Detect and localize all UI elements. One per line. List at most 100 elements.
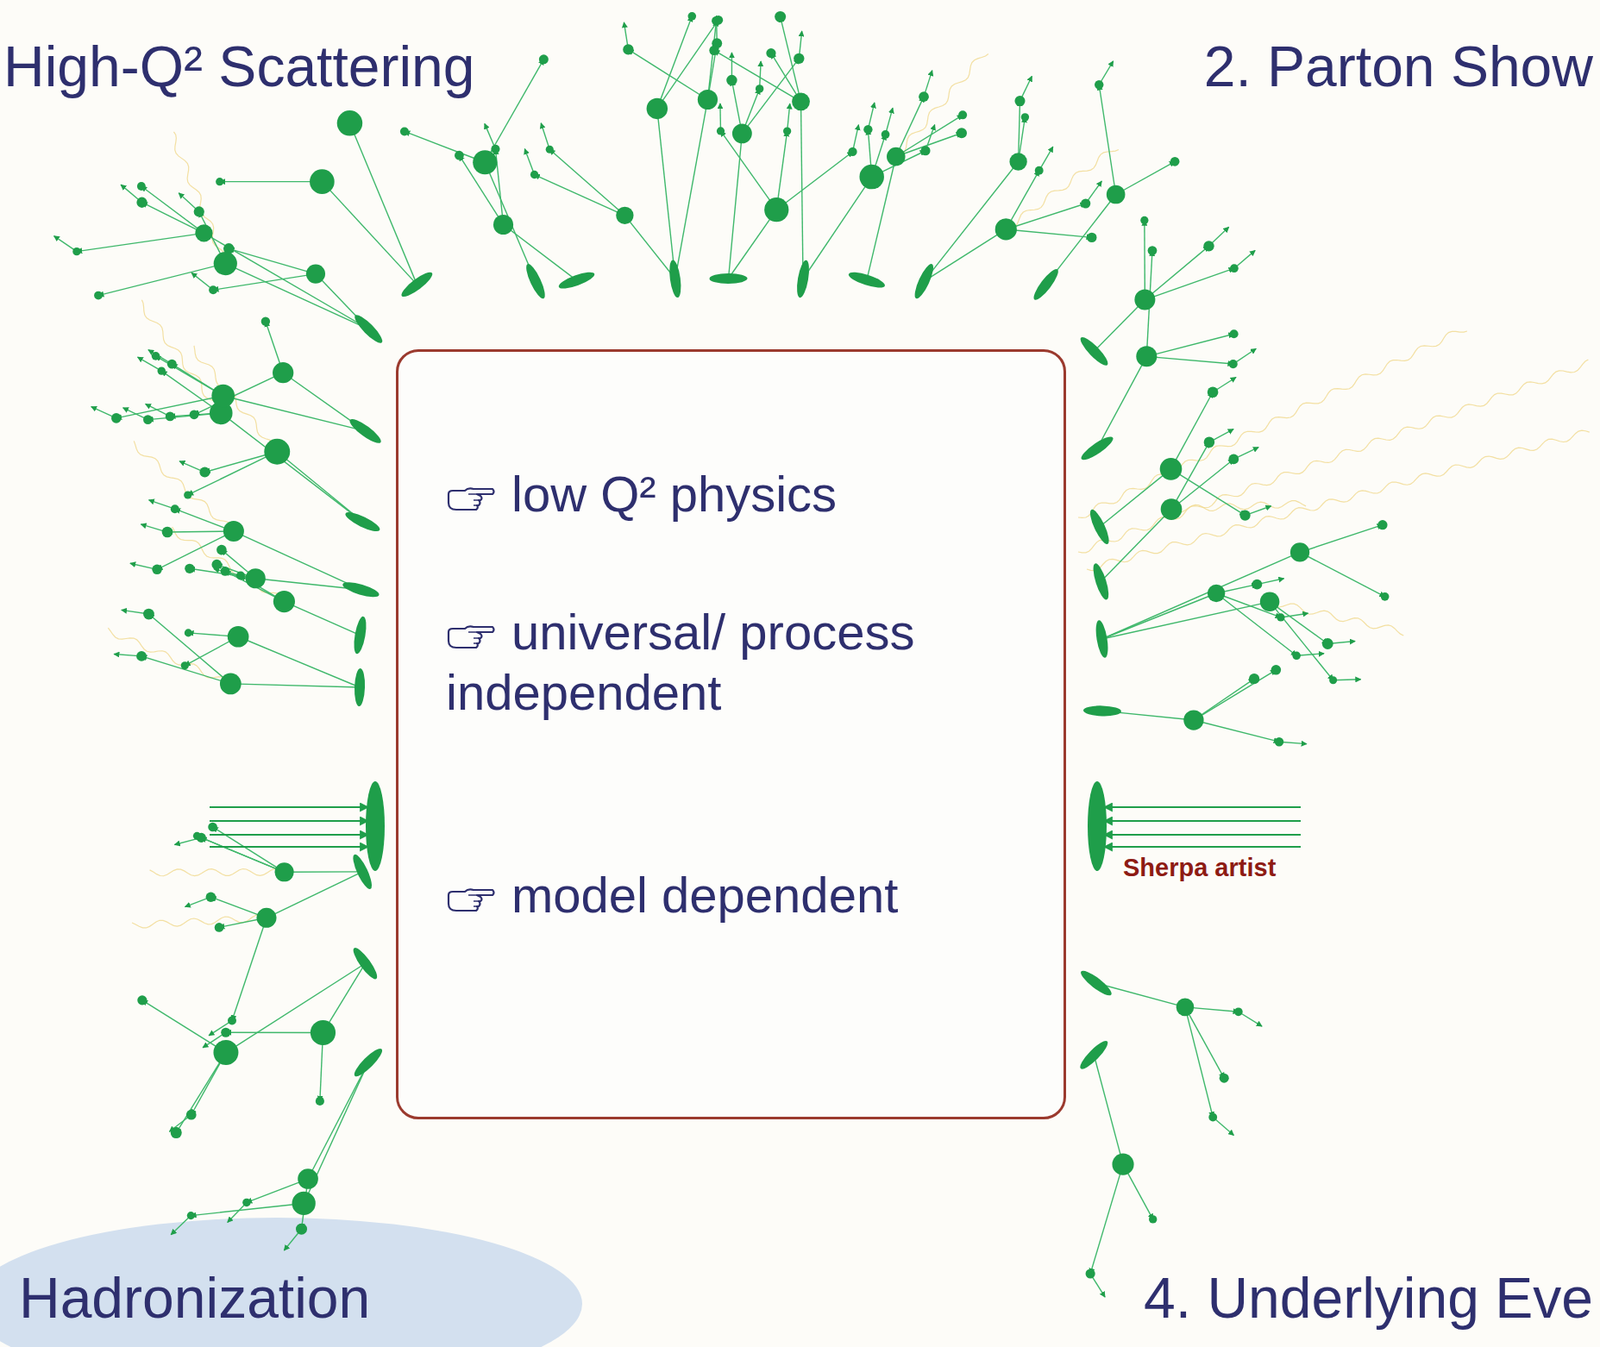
particle-track	[283, 602, 360, 636]
hadron-dot	[206, 891, 217, 903]
hadron-cluster	[1090, 562, 1112, 603]
bullet-text: low Q² physics	[511, 465, 837, 522]
particle-track	[484, 162, 536, 282]
hadron-dot	[236, 570, 245, 580]
hadron-dot	[315, 1097, 325, 1106]
particle-track	[540, 123, 550, 150]
hadron-dot	[709, 45, 719, 56]
hadron-cluster	[1077, 1037, 1111, 1073]
hadron-dot	[687, 12, 697, 21]
hadron-dot	[1229, 263, 1239, 273]
hadron-cluster	[794, 259, 811, 299]
photon-line	[133, 440, 234, 532]
particle-track	[1102, 602, 1271, 640]
hadron-cluster	[1078, 967, 1115, 999]
hadron-cluster	[557, 269, 597, 292]
hadron-cluster	[353, 668, 365, 707]
hadron-dot	[791, 92, 810, 111]
particle-track	[657, 16, 692, 109]
hadron-dot	[1239, 509, 1250, 521]
hadron-dot	[1290, 542, 1310, 562]
particle-track	[1333, 679, 1362, 681]
hadron-dot	[1292, 651, 1301, 660]
particle-track	[1005, 203, 1086, 230]
particle-track	[759, 61, 761, 89]
particle-track	[213, 827, 285, 873]
particle-track	[196, 835, 284, 873]
pointing-hand-icon	[445, 884, 496, 915]
hadron-dot	[732, 123, 753, 144]
hadron-dot	[545, 145, 554, 154]
hadron-dot	[193, 832, 201, 841]
hadron-dot	[337, 110, 364, 137]
particle-track	[321, 181, 417, 285]
hadron-dot	[1380, 592, 1390, 602]
hadron-dot	[151, 351, 161, 361]
particle-track	[1269, 602, 1334, 681]
hadron-dot	[72, 247, 81, 256]
bullet-point: universal/ process independent	[445, 602, 1007, 722]
hadron-cluster	[1077, 333, 1111, 369]
hadron-dot	[1234, 1007, 1243, 1017]
hadron-dot	[714, 15, 724, 26]
particle-track	[801, 101, 804, 280]
particle-track	[624, 215, 675, 280]
beam-line	[209, 820, 369, 822]
hadron-dot	[187, 1211, 195, 1220]
particle-track	[225, 263, 369, 330]
hadron-cluster	[1030, 266, 1062, 303]
hadron-dot	[716, 126, 725, 135]
parton-shower	[54, 11, 1590, 1298]
photon-line	[896, 54, 989, 157]
hadron-dot	[1021, 112, 1030, 121]
particle-track	[142, 1000, 226, 1054]
particle-track	[503, 224, 578, 281]
hadron-dot	[137, 181, 146, 191]
hadron-cluster	[1078, 432, 1116, 464]
hadron-dot	[256, 908, 277, 929]
hadron-dot	[170, 1127, 182, 1139]
hadron-dot	[162, 527, 174, 539]
info-box: low Q² physics universal/ process indepen…	[395, 349, 1067, 1120]
hadron-dot	[189, 409, 200, 420]
hadron-dot	[273, 590, 295, 613]
hadron-cluster	[911, 262, 937, 302]
hadron-dot	[275, 862, 295, 882]
particle-track	[484, 59, 544, 163]
hadron-dot	[194, 224, 213, 242]
beam-line	[1104, 834, 1301, 836]
particle-track	[1185, 1007, 1224, 1079]
hadron-dot	[143, 414, 153, 425]
hadron-cluster	[351, 1045, 386, 1080]
hadron-dot	[921, 145, 931, 156]
photon-line	[107, 627, 231, 684]
hadron-cluster	[341, 579, 382, 601]
hadron-dot	[1207, 386, 1219, 398]
label-backdrop	[0, 1217, 583, 1347]
beam-line	[209, 806, 369, 809]
hadron-dot	[1276, 613, 1285, 622]
particle-track	[227, 1202, 247, 1223]
hadron-dot	[227, 1016, 237, 1026]
particle-track	[307, 1062, 369, 1180]
hadron-dot	[1207, 584, 1225, 603]
particle-track	[238, 636, 360, 688]
particle-track	[228, 248, 316, 274]
particle-track	[233, 531, 362, 590]
hadron-dot	[213, 1040, 239, 1066]
hadron-dot	[622, 43, 634, 55]
hadron-dot	[242, 1198, 251, 1207]
hadron-dot	[1134, 289, 1155, 311]
particle-track	[923, 229, 1006, 282]
hadron-dot	[1140, 216, 1149, 225]
hadron-dot	[186, 1110, 197, 1121]
particle-track	[1146, 333, 1234, 357]
hadron-dot	[1160, 498, 1183, 521]
hadron-dot	[167, 359, 177, 370]
hadron-dot	[292, 1192, 316, 1216]
particle-track	[194, 372, 283, 415]
pointing-hand-icon	[445, 621, 496, 652]
particle-track	[657, 108, 676, 279]
photon-line	[173, 131, 226, 264]
particle-track	[896, 132, 962, 157]
